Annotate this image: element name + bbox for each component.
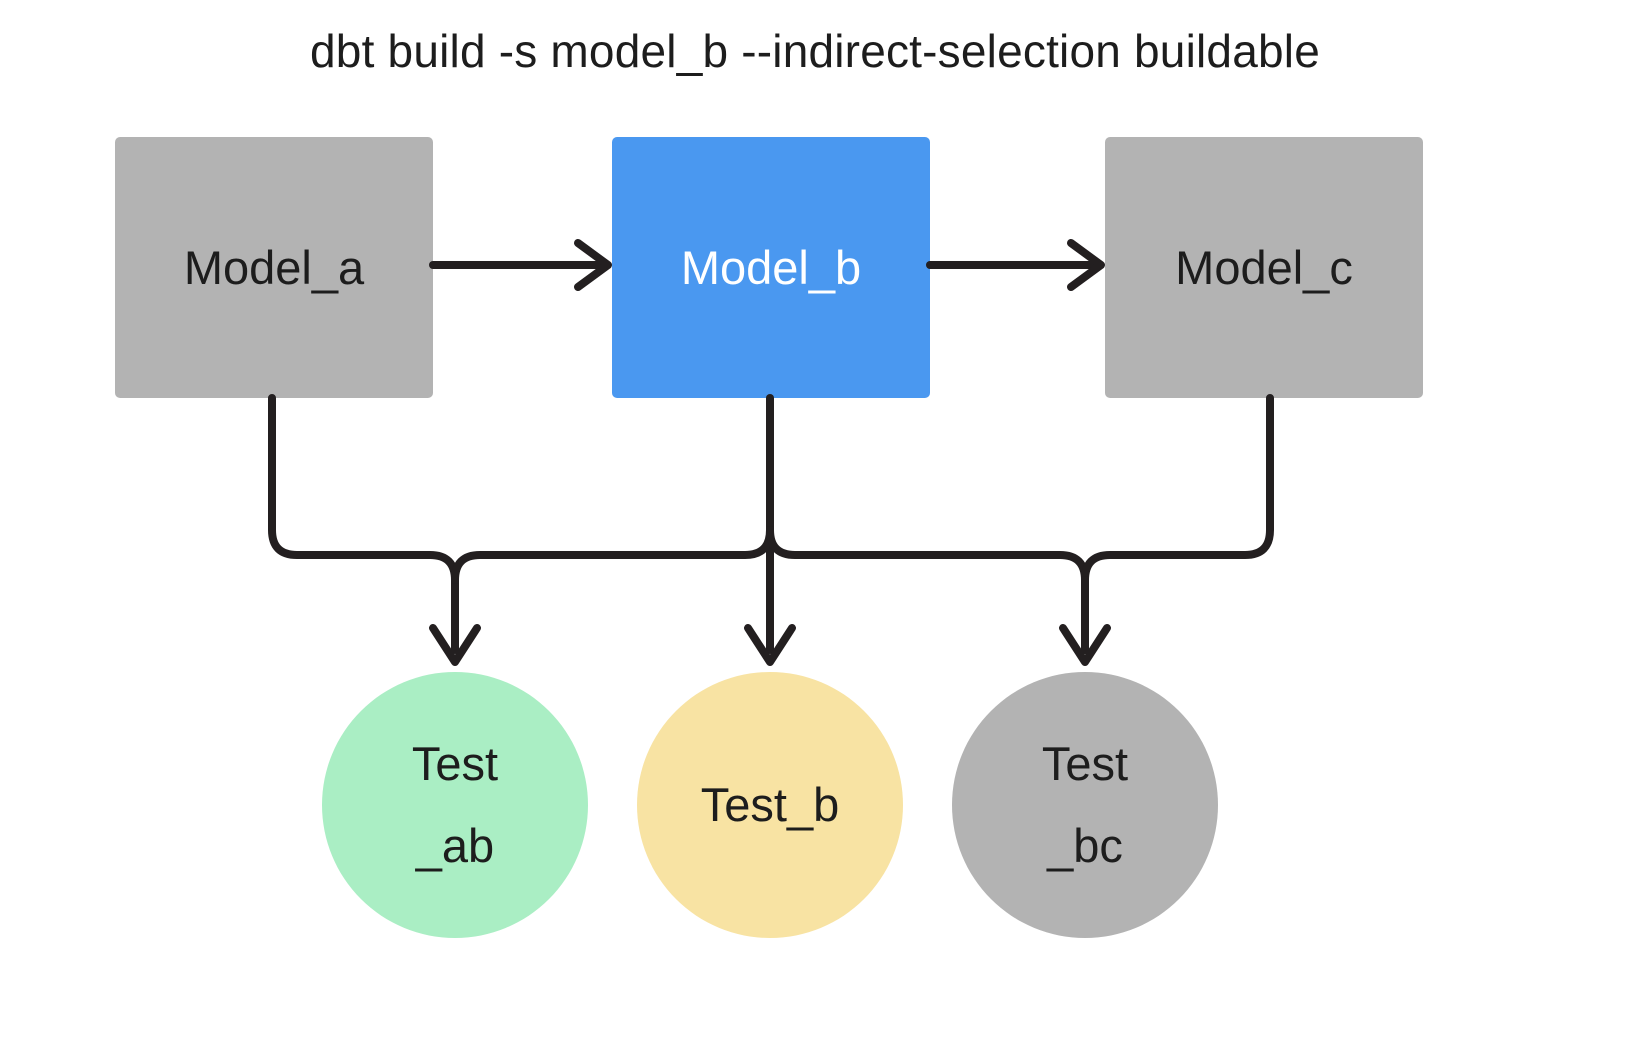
test-bc-circle[interactable] [952, 672, 1218, 938]
edge-model-b-to-model-c-arrowhead [1067, 239, 1105, 291]
edge-model-a-to-model-b-arrowhead [574, 239, 612, 291]
model-a-box[interactable] [115, 137, 433, 398]
edge-to-test-b-arrowhead [744, 624, 796, 666]
edges-group [268, 239, 1274, 666]
test-nodes-group [322, 672, 1218, 938]
edge-model-a-to-test-ab [268, 394, 459, 654]
edge-model-b-to-test-bc [766, 526, 1089, 584]
model-nodes-group [115, 137, 1423, 398]
edge-model-b-to-test-ab [451, 526, 774, 584]
edge-model-c-to-test-bc [1081, 394, 1274, 654]
model-b-box[interactable] [612, 137, 930, 398]
test-ab-circle[interactable] [322, 672, 588, 938]
edge-to-test-bc-arrowhead [1059, 624, 1111, 666]
edge-to-test-ab-arrowhead [429, 624, 481, 666]
test-b-circle[interactable] [637, 672, 903, 938]
model-c-box[interactable] [1105, 137, 1423, 398]
diagram-title: dbt build -s model_b --indirect-selectio… [310, 25, 1320, 77]
